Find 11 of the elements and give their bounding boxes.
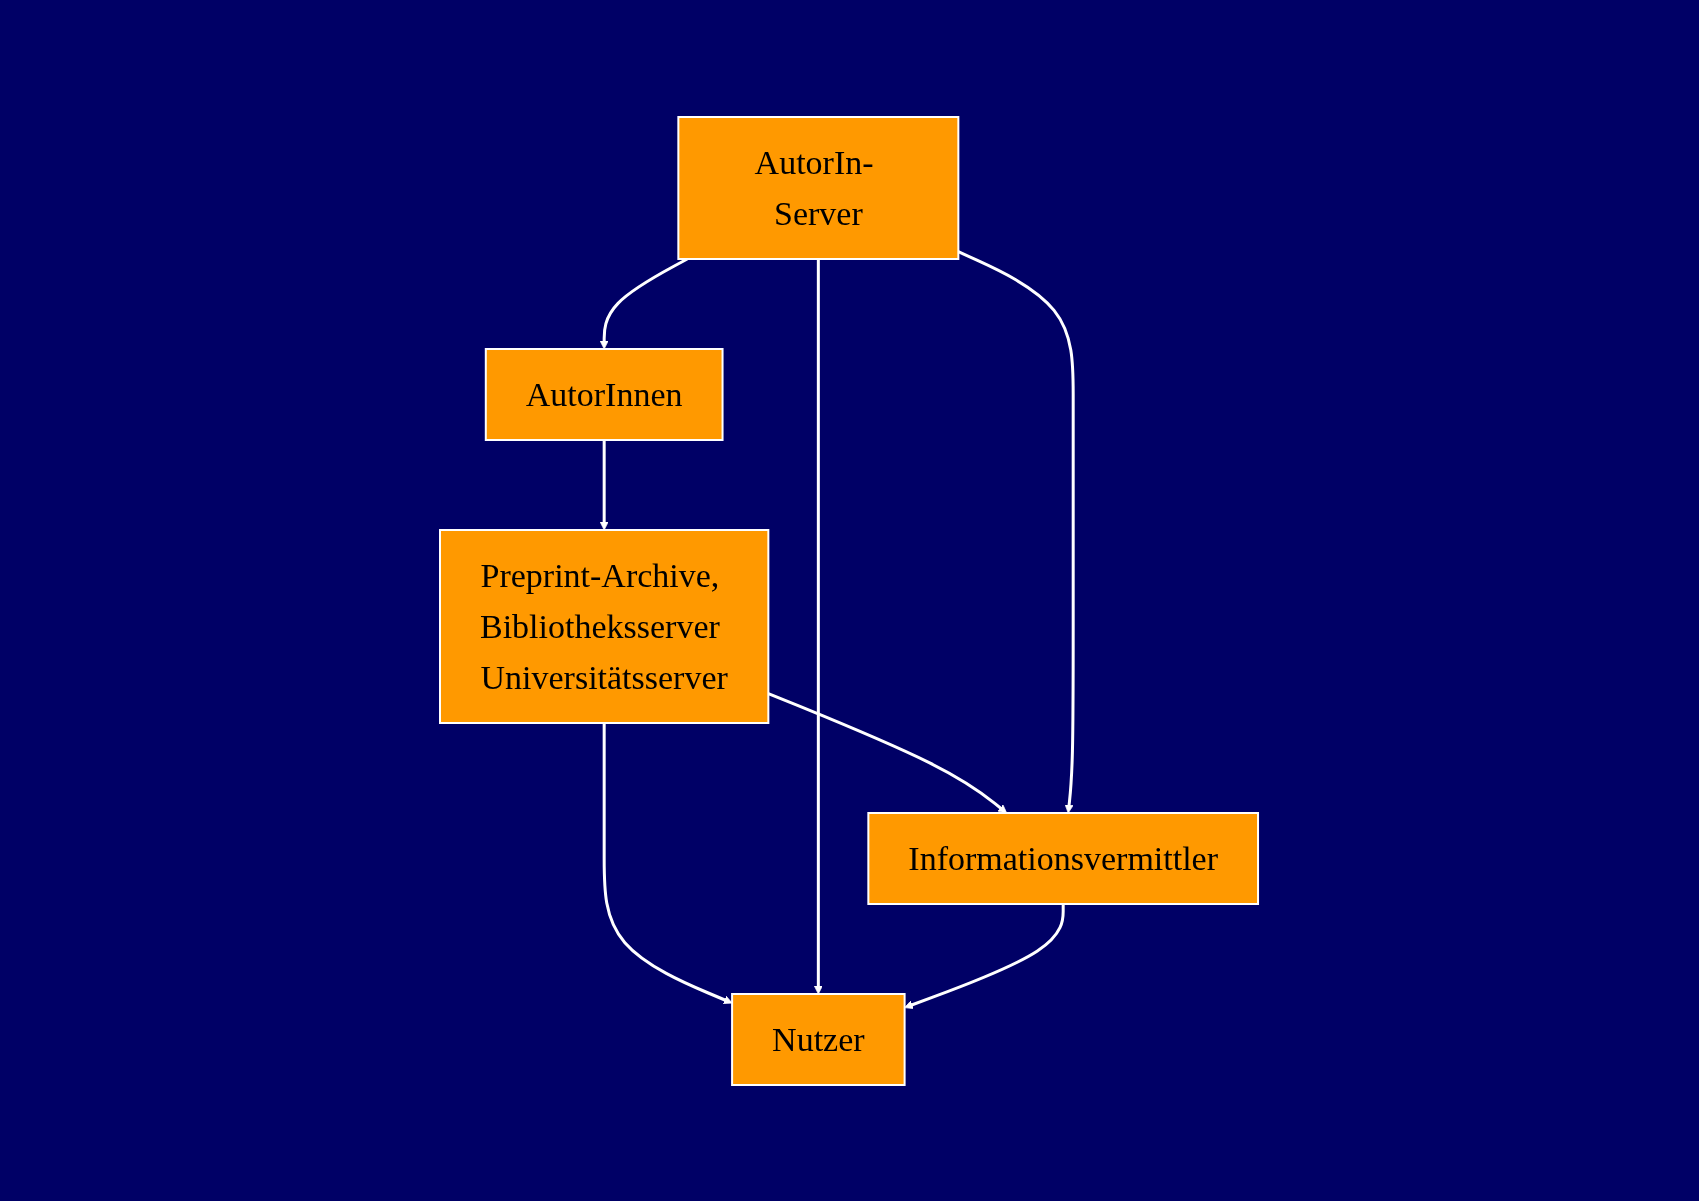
arrow <box>603 722 733 1004</box>
node-box: Nutzer <box>731 992 907 1086</box>
arrow <box>600 257 689 349</box>
arrow <box>600 439 610 530</box>
node-box: AutorInnen <box>485 347 725 441</box>
arrow <box>768 691 1008 813</box>
node-box: Informationsvermittler <box>867 811 1260 905</box>
node-box: AutorIn- Server <box>677 115 960 260</box>
arrow <box>814 258 824 994</box>
node-box: Preprint-Archive, Bibliotheksserver Universitätsserver <box>439 528 770 724</box>
arrow <box>958 249 1076 813</box>
